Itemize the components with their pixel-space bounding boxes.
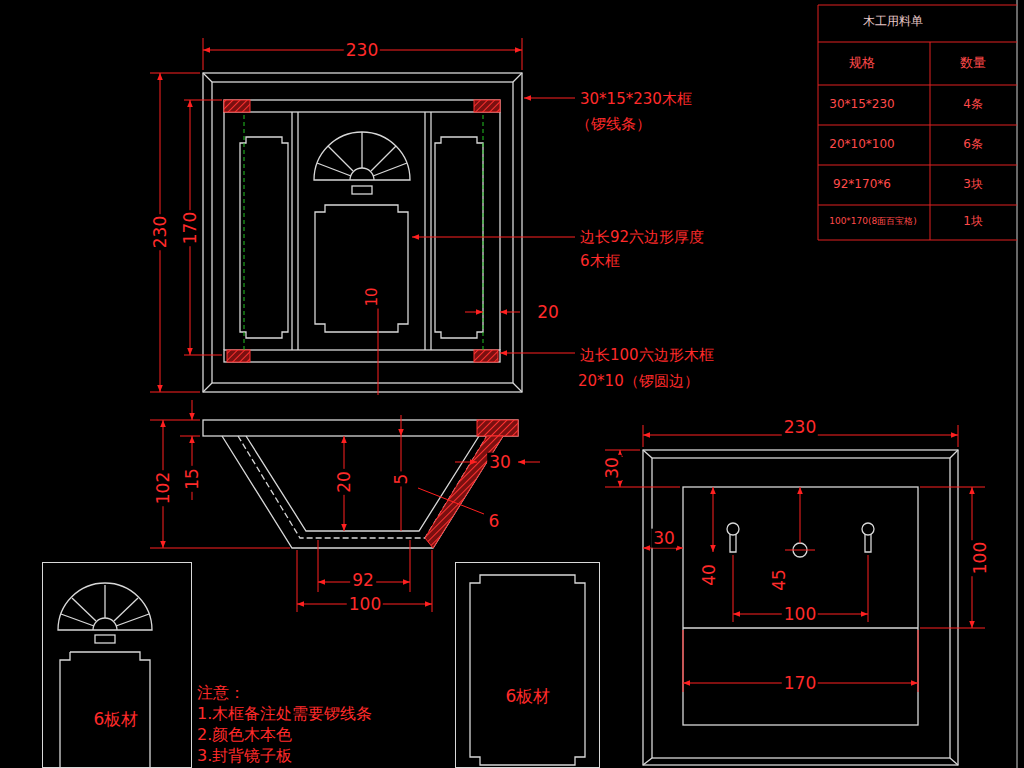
board-panel: 6板材 [42,562,192,768]
note-text: 注意： [195,684,247,702]
table-cell: 100*170(8面百宝格) [827,217,919,227]
dimension-text: 5 [392,472,411,487]
callout-text: 30*15*230木框 [578,91,694,108]
dimension-text: 30 [603,455,622,481]
panel-label: 6板材 [94,710,139,729]
dimension-text: 100 [347,595,383,614]
callout-text: 20*10（锣圆边） [576,373,701,390]
callout-text: （锣线条） [574,116,653,133]
panel-label: 6板材 [506,687,551,706]
table-cell: 20*10*100 [827,138,896,151]
table-cell: 3块 [961,178,985,191]
dimension-text: 10 [364,285,381,308]
note-text: 2.颜色木本色 [195,726,294,744]
table-cell: 30*15*230 [827,98,896,111]
dimension-text: 92 [350,571,376,590]
board-panel: 6板材 [455,562,600,768]
dimension-text: 230 [344,41,380,60]
table-cell: 数量 [958,56,988,70]
table-cell: 木工用料单 [861,15,925,28]
dimension-text: 30 [651,529,677,548]
table-cell: 4条 [961,98,985,111]
dimension-text: 102 [154,470,173,506]
dimension-text: 100 [782,605,818,624]
dimension-text: 230 [782,418,818,437]
dimension-text: 230 [151,214,170,250]
callout-text: 6木框 [578,253,622,270]
dimension-text: 20 [535,303,561,322]
dimension-text: 100 [971,540,990,576]
note-text: 1.木框备注处需要锣线条 [195,705,374,723]
dimension-text: 6 [487,512,502,531]
table-cell: 92*170*6 [831,178,893,191]
table-cell: 规格 [847,56,877,70]
dimension-text: 20 [335,469,354,495]
note-text: 3.封背镜子板 [195,747,294,765]
table-cell: 6条 [961,138,985,151]
dimension-text: 170 [181,210,200,246]
table-cell: 1块 [961,215,985,228]
dimension-text: 45 [770,567,789,593]
dimension-text: 30 [487,453,513,472]
callout-text: 边长100六边形木框 [578,347,716,364]
dimension-text: 15 [183,466,202,492]
callout-text: 边长92六边形厚度 [578,229,706,246]
dimension-text: 170 [782,674,818,693]
dimension-text: 40 [700,562,719,588]
